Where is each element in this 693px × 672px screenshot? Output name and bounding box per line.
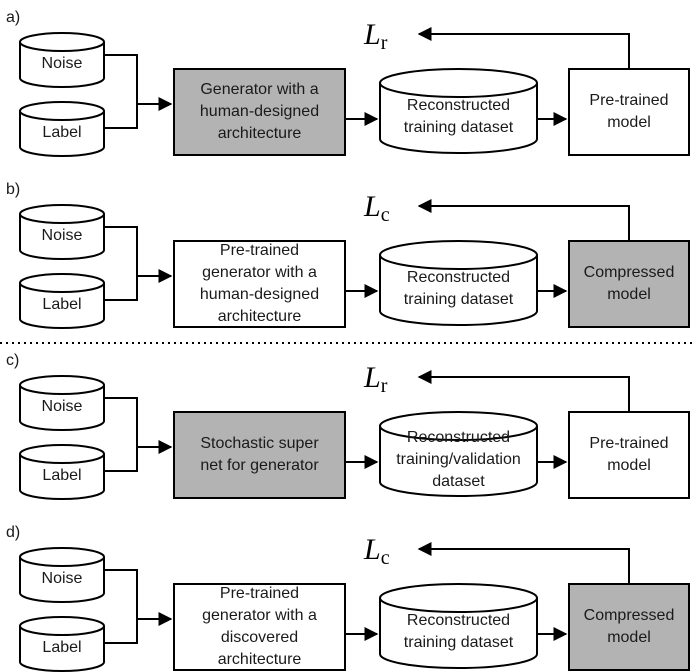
generator-box-label-line: architecture — [218, 651, 302, 668]
generator-box-label-line: net for generator — [200, 457, 319, 474]
dataset-label-line: training dataset — [404, 291, 514, 308]
dataset-label-line: training/validation — [396, 451, 521, 468]
loss-symbol: Lr — [363, 361, 388, 397]
dataset-cylinder — [379, 583, 538, 669]
arrow-to-loss — [417, 27, 630, 69]
dataset-label-line: Reconstructed — [407, 97, 510, 114]
input-label: Label — [42, 124, 81, 141]
model-box — [568, 68, 690, 156]
input-label: Noise — [42, 227, 83, 244]
generator-box-label-line: architecture — [218, 308, 302, 325]
dataset-label-line: training dataset — [404, 634, 514, 651]
input-cylinder-noise: Noise — [19, 547, 105, 603]
dataset-label-line: Reconstructed — [407, 612, 510, 629]
dataset-cylinder — [379, 411, 538, 497]
input-merge-line — [104, 226, 138, 301]
generator-box-label-line: human-designed — [200, 286, 319, 303]
model-box — [568, 240, 690, 328]
generator-box-label-line: generator with a — [202, 607, 317, 624]
generator-box — [173, 411, 346, 499]
input-merge-line — [104, 54, 138, 129]
input-label: Label — [42, 639, 81, 656]
arrow-to-loss — [417, 370, 630, 412]
input-label: Label — [42, 467, 81, 484]
panel-tag: d) — [6, 524, 20, 541]
dataset-cylinder — [379, 68, 538, 154]
generator-box — [173, 583, 346, 671]
loss-symbol: Lc — [363, 533, 390, 569]
generator-box — [173, 240, 346, 328]
generator-box-label-line: discovered — [221, 629, 298, 646]
panel-tag: b) — [6, 181, 20, 198]
model-box-label-line: model — [607, 629, 651, 646]
input-cylinder-noise: Noise — [19, 32, 105, 88]
generator-box-label-line: architecture — [218, 125, 302, 142]
model-box-label-line: Compressed — [584, 264, 675, 281]
model-box-label-line: model — [607, 114, 651, 131]
generator-box-label-line: Pre-trained — [220, 242, 299, 259]
dataset-cylinder — [379, 240, 538, 326]
input-cylinder-label: Label — [19, 616, 105, 672]
loss-symbol: Lc — [363, 190, 390, 226]
dataset-label-line: dataset — [432, 473, 485, 490]
dataset-label-line: Reconstructed — [407, 269, 510, 286]
generator-box — [173, 68, 346, 156]
arrow-to-loss — [417, 542, 630, 584]
model-box-label-line: Pre-trained — [589, 435, 668, 452]
input-label: Noise — [42, 55, 83, 72]
model-box-label-line: Compressed — [584, 607, 675, 624]
input-merge-line — [104, 569, 138, 644]
dataset-label-line: training dataset — [404, 119, 514, 136]
model-box-label-line: model — [607, 286, 651, 303]
model-box — [568, 411, 690, 499]
input-cylinder-label: Label — [19, 444, 105, 500]
panel-tag: a) — [6, 9, 20, 26]
input-cylinder-noise: Noise — [19, 375, 105, 431]
model-box-label-line: model — [607, 457, 651, 474]
dataset-label-line: Reconstructed — [407, 429, 510, 446]
input-cylinder-noise: Noise — [19, 204, 105, 260]
input-cylinder-label: Label — [19, 101, 105, 157]
generator-box-label-line: Pre-trained — [220, 585, 299, 602]
input-label: Noise — [42, 570, 83, 587]
generator-box-label-line: Stochastic super — [200, 435, 319, 452]
input-merge-line — [104, 397, 138, 472]
model-box — [568, 583, 690, 671]
input-cylinder-label: Label — [19, 273, 105, 329]
model-box-label-line: Pre-trained — [589, 92, 668, 109]
generator-box-label-line: human-designed — [200, 103, 319, 120]
loss-symbol: Lr — [363, 18, 388, 54]
generator-box-label-line: Generator with a — [200, 81, 318, 98]
input-label: Label — [42, 296, 81, 313]
generator-box-label-line: generator with a — [202, 264, 317, 281]
panel-tag: c) — [6, 352, 19, 369]
arrow-to-loss — [417, 199, 630, 241]
input-label: Noise — [42, 398, 83, 415]
